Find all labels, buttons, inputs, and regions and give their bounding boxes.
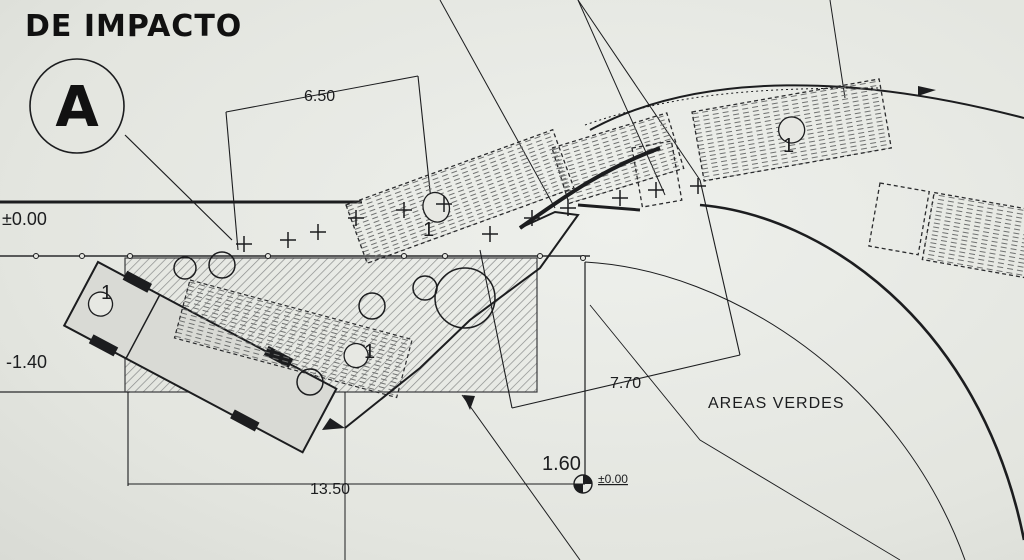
vehicle-number-label-3: 1 bbox=[101, 282, 112, 304]
road-curve-dotted bbox=[584, 87, 881, 126]
dimension-1350-label: 13.50 bbox=[310, 481, 350, 498]
dimension-650-label: 6.50 bbox=[304, 88, 335, 105]
level-bottom-label: -1.40 bbox=[6, 352, 47, 372]
badge-leader-line bbox=[124, 134, 233, 241]
level-marker-icon bbox=[573, 474, 593, 494]
truck-overturned: 1 1 bbox=[62, 260, 413, 454]
radius-line bbox=[589, 304, 901, 560]
vehicle-number-label: 1 bbox=[783, 135, 794, 157]
detail-badge: A bbox=[29, 58, 125, 154]
radius-arc bbox=[584, 261, 966, 560]
ground-posts bbox=[33, 253, 586, 261]
road-curve-bottom bbox=[699, 203, 1024, 541]
truck-right bbox=[868, 182, 1024, 280]
barrier-short-line bbox=[577, 203, 641, 212]
barrier-outline bbox=[344, 210, 580, 429]
dimension-770-label: 7.70 bbox=[610, 375, 641, 392]
level-top-label: ±0.00 bbox=[2, 209, 47, 229]
detail-letter: A bbox=[55, 75, 99, 140]
arrow-heads bbox=[322, 86, 936, 430]
dimension-160-label: 1.60 bbox=[542, 453, 581, 475]
vehicle-number-label-4: 1 bbox=[364, 341, 375, 363]
level-marker-label: ±0.00 bbox=[598, 472, 628, 486]
truck-path-upper: 1 1 bbox=[345, 78, 893, 265]
vehicle-number-label-2: 1 bbox=[423, 219, 434, 241]
road-curve-top bbox=[589, 84, 1024, 131]
drawing-title: DE IMPACTO bbox=[25, 9, 242, 44]
drums bbox=[173, 251, 496, 396]
green-areas-label: AREAS VERDES bbox=[708, 395, 844, 412]
cross-markers bbox=[236, 178, 706, 252]
dimension-1350 bbox=[127, 392, 585, 486]
